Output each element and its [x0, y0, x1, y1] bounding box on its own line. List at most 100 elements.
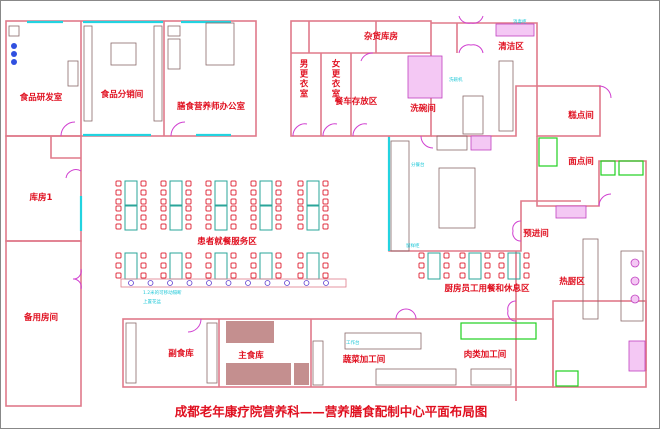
chair [250, 262, 257, 269]
chair [140, 205, 147, 212]
table-top [468, 252, 482, 280]
chair [205, 262, 212, 269]
chair [205, 223, 212, 230]
chair [205, 252, 212, 259]
chair [185, 252, 192, 259]
chair [297, 198, 304, 205]
chair [275, 198, 282, 205]
chair [185, 262, 192, 269]
label-staff-dining: 厨房员工用餐和休息区 [444, 283, 530, 294]
table-top [214, 252, 228, 280]
chair [322, 223, 329, 230]
table-top [124, 252, 138, 280]
chair [205, 189, 212, 196]
dining-table [418, 252, 450, 280]
chair [322, 262, 329, 269]
table-top [259, 180, 273, 206]
chair [115, 223, 122, 230]
table-top [214, 205, 228, 231]
chair [523, 272, 530, 279]
chair [115, 189, 122, 196]
chair [230, 198, 237, 205]
chair [322, 205, 329, 212]
chair [459, 252, 466, 259]
chair [185, 223, 192, 230]
dining-table [297, 252, 329, 280]
chair [160, 223, 167, 230]
chair [275, 252, 282, 259]
chair [322, 272, 329, 279]
chair [140, 223, 147, 230]
chair [115, 180, 122, 187]
chair [443, 272, 450, 279]
chair [275, 272, 282, 279]
planter-icon [225, 280, 232, 286]
chair [140, 180, 147, 187]
table-top [306, 180, 320, 206]
label-cleaning: 清洁区 [498, 41, 524, 52]
chair [275, 205, 282, 212]
chair [160, 189, 167, 196]
chair [205, 214, 212, 221]
dining-table [205, 252, 237, 280]
chair [297, 262, 304, 269]
chair [418, 262, 425, 269]
chair [205, 198, 212, 205]
chair [275, 180, 282, 187]
label-noodle: 面点间 [568, 156, 594, 167]
chair [275, 262, 282, 269]
chair [443, 262, 450, 269]
chair [297, 252, 304, 259]
dining-table [115, 252, 147, 280]
label-pastry: 糕点间 [567, 110, 594, 121]
table-top [169, 252, 183, 280]
plan-title: 成都老年康疗院营养科——营养膳食配制中心平面布局图 [175, 404, 488, 419]
chair [484, 262, 491, 269]
chair [140, 198, 147, 205]
dining-table [160, 205, 192, 231]
planter-icon [303, 280, 310, 286]
note-partition: 1.2米的可移动隔断 [143, 289, 182, 296]
label-cart-area: 餐车存放区 [334, 96, 378, 107]
label-veg-processing: 蔬菜加工间 [343, 354, 386, 365]
dining-table [115, 180, 147, 206]
chair [297, 223, 304, 230]
chair [297, 272, 304, 279]
chair [140, 252, 147, 259]
table-top [124, 180, 138, 206]
planter-icon [264, 280, 271, 286]
dining-table [459, 252, 491, 280]
chair [140, 189, 147, 196]
table-top [306, 205, 320, 231]
chair [250, 205, 257, 212]
planter-icon [323, 280, 329, 286]
label-dietitian-office: 膳食营养师办公室 [176, 101, 246, 112]
dining-table [160, 252, 192, 280]
chair [523, 252, 530, 259]
chair [275, 223, 282, 230]
chair [418, 252, 425, 259]
chair [484, 252, 491, 259]
planter-icon [128, 280, 134, 286]
chair [498, 272, 505, 279]
chair [160, 180, 167, 187]
dining-table [297, 180, 329, 206]
chair [115, 198, 122, 205]
table-top [306, 252, 320, 280]
dining-table [498, 252, 530, 280]
chair [418, 272, 425, 279]
chair [115, 272, 122, 279]
chair [250, 223, 257, 230]
chair [250, 180, 257, 187]
label-grocery-store: 杂货库房 [364, 31, 398, 42]
chair [498, 262, 505, 269]
chair [230, 262, 237, 269]
chair [140, 262, 147, 269]
note-dishwasher: 洗碗机 [449, 76, 463, 83]
chair [185, 272, 192, 279]
chair [275, 214, 282, 221]
chair [185, 180, 192, 187]
planter-icon [186, 280, 193, 286]
chair [160, 262, 167, 269]
